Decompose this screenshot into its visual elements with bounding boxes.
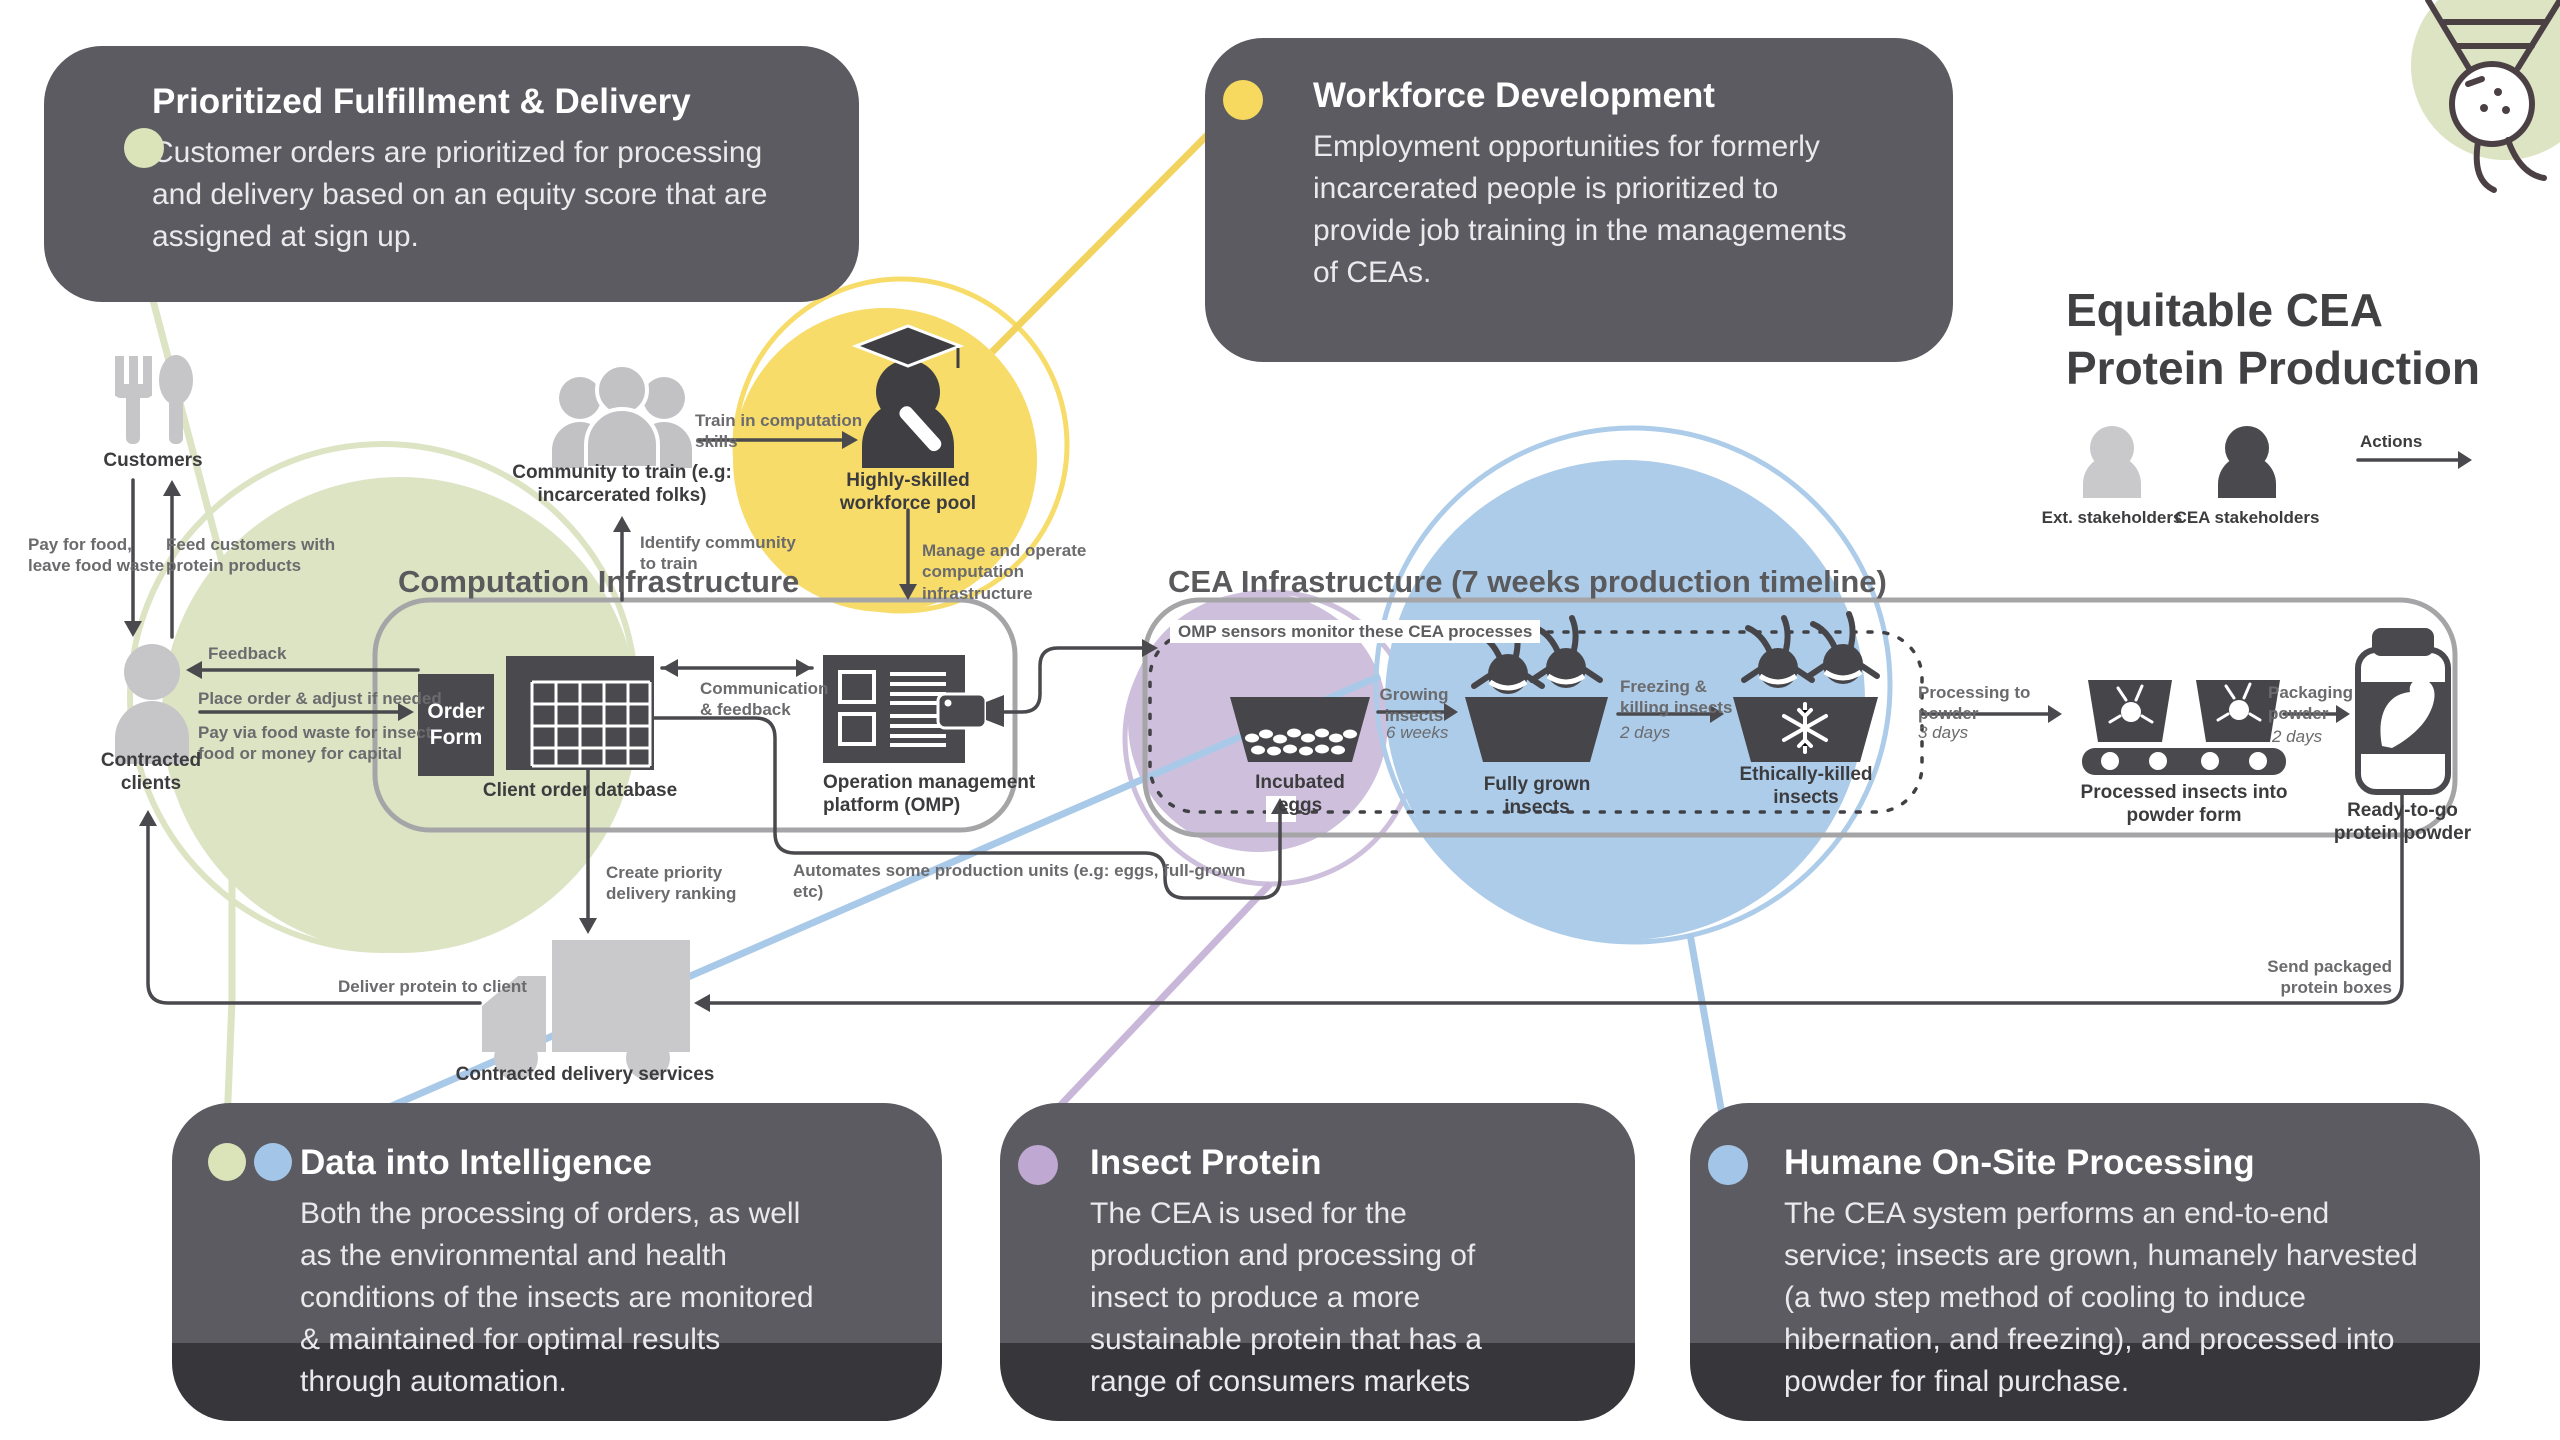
create-priority-label: Create priority delivery ranking [606,863,737,904]
automates-line [652,716,1282,900]
connector-blue-line-long [270,672,1382,1162]
growing-label: Growing insects [1379,685,1449,726]
killed-insects-label: Ethically-killed insects [1739,764,1873,808]
order-form-label: Order Form [427,699,485,749]
cea-stakeholder-icon [2218,426,2276,498]
processed-powder-icon [2082,680,2286,775]
send-packaged-label: Send packaged protein boxes [2267,957,2392,998]
database-grid-icon [506,656,654,770]
processing-label: Processing to powder [1918,683,2031,724]
green-dot [124,128,164,168]
community-label: Community to train (e.g: incarcerated fo… [512,462,732,506]
processed-insects-label: Processed insects into powder form [2080,782,2288,826]
computation-section-title: Computation Infrastructure [398,564,800,599]
packaging-time: 2 days [2272,727,2323,746]
green-dot-2 [208,1143,246,1181]
camera-icon [936,692,1004,730]
processing-time: 3 days [1918,723,1969,742]
pay-via-label: Pay via food waste for insect food or mo… [198,723,432,764]
incubated-eggs-icon [1230,697,1370,762]
incubated-eggs-label: Incubated eggs [1255,772,1345,816]
packaging-label: Packaging powder [2268,683,2354,724]
protein-powder-label: Ready-to-go protein powder [2333,800,2472,844]
protein-jar-icon [2355,628,2451,795]
connector-green-line [97,102,236,1151]
killed-insects-icon [1733,611,1880,762]
callout-data-title: Data into Intelligence [300,1143,652,1182]
callout-humane-title: Humane On-Site Processing [1784,1143,2255,1182]
snowflake-icon [1782,702,1828,754]
main-title-line2: Protein Production [2066,341,2480,394]
callout-fulfillment: Prioritized Fulfillment & Delivery Custo… [44,46,859,302]
callout-data-intelligence: Data into Intelligence Both the processi… [172,1103,942,1421]
send-boxes-line [704,793,2404,1005]
callout-insect-title: Insect Protein [1090,1143,1322,1182]
callout-insect-protein: Insect Protein The CEA is used for the p… [1000,1103,1635,1421]
bug-illustration-icon [2425,0,2560,193]
grown-insects-icon [1465,615,1608,762]
identify-label: Identify community to train [640,533,796,574]
legend-ext-label: Ext. stakeholders [2041,508,2183,527]
arrowheads [124,431,2472,1012]
callout-humane: Humane On-Site Processing The CEA system… [1690,1103,2480,1421]
truck-icon [482,940,690,1080]
callout-workforce: Workforce Development Employment opportu… [1205,38,1953,362]
blue-highlight-circle [1385,460,1865,940]
automates-label: Automates some production units (e.g: eg… [793,861,1246,902]
deliver-label: Deliver protein to client [338,977,527,996]
train-label: Train in computation skills [695,411,863,452]
main-title-line1: Equitable CEA [2066,284,2383,336]
client-db-label: Client order database [482,780,678,801]
cea-box [1142,597,2458,838]
flow-lines [131,438,2464,1005]
callout-fulfillment-body: Customer orders are prioritized for proc… [152,135,768,253]
contracted-clients-label: Contracted clients [100,750,202,794]
freezing-label: Freezing & killing insects [1620,677,1733,718]
legend-actions-label: Actions [2360,432,2423,451]
graduate-icon [851,324,965,468]
deliver-client-line [146,820,482,1005]
callout-data-body: Both the processing of orders, as well a… [300,1196,814,1398]
pay-food-label: Pay for food, leave food waste [28,535,165,576]
connector-yellow-line [989,97,1245,355]
yellow-dot [1223,80,1263,120]
blue-highlight-ring [1373,425,1893,945]
omp-label: Operation management platform (OMP) [823,772,1036,816]
growing-time: 6 weeks [1386,723,1449,742]
order-form-box [418,674,494,776]
callout-humane-body: The CEA system performs an end-to-end se… [1784,1196,2418,1398]
fork-spoon-icon [115,355,193,444]
computation-box [372,597,1018,833]
ext-stakeholder-icon [2083,426,2141,498]
freezing-time: 2 days [1620,723,1671,742]
place-order-label: Place order & adjust if needed [198,689,442,708]
customers-label: Customers [103,450,203,471]
blue-dot-2 [254,1143,292,1181]
workforce-pool-label: Highly-skilled workforce pool [839,470,977,514]
callout-workforce-title: Workforce Development [1313,76,1715,115]
feedback-label: Feedback [208,644,287,663]
main-title: Equitable CEA Protein Production [2066,282,2480,397]
callout-insect-body: The CEA is used for the production and p… [1090,1196,1482,1398]
legend-cea-label: CEA stakeholders [2174,508,2320,527]
grown-insects-label: Fully grown insects [1483,774,1591,818]
feed-customers-label: Feed customers with protein products [166,535,336,576]
camera-to-cea-line [1001,646,1148,714]
callout-fulfillment-title: Prioritized Fulfillment & Delivery [152,82,691,121]
omp-platform-icon [823,655,1004,763]
manage-label: Manage and operate computation infrastru… [922,541,1087,603]
callout-workforce-body: Employment opportunities for formerly in… [1313,129,1847,289]
client-person-icon [115,644,189,764]
cea-section-title: CEA Infrastructure (7 weeks production t… [1168,564,1887,599]
community-group-icon [552,363,692,470]
omp-sensors-note: OMP sensors monitor these CEA processes [1170,620,1541,644]
delivery-services-label: Contracted delivery services [455,1064,715,1085]
purple-dot [1018,1145,1058,1185]
comm-feedback-label: Communication & feedback [700,679,829,720]
yellow-highlight-ring [732,276,1070,614]
blue-dot-3 [1708,1145,1748,1185]
